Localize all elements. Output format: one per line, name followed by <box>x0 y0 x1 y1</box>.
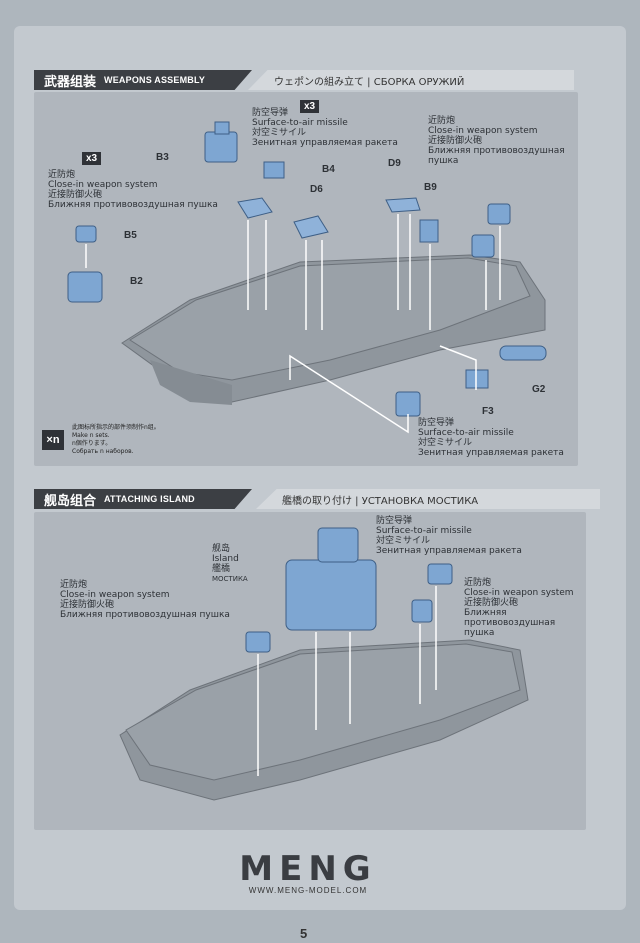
sam-island-cn: 防空导弹 <box>376 516 522 526</box>
ciws-island-left-en: Close-in weapon system <box>60 590 230 600</box>
island-jp: 艦橋 <box>212 564 248 574</box>
ciws-island-left-jp: 近接防御火砲 <box>60 600 230 610</box>
ciws-island-right-ru-2: противовоздушная <box>464 618 574 628</box>
sam-part-icon <box>412 600 432 622</box>
ciws-island-right-en: Close-in weapon system <box>464 588 574 598</box>
ciws-island-left-label: 近防炮 Close-in weapon system 近接防御火砲 Ближня… <box>60 580 230 620</box>
ciws-island-right-label: 近防炮 Close-in weapon system 近接防御火砲 Ближня… <box>464 578 574 638</box>
ciws-island-left-cn: 近防炮 <box>60 580 230 590</box>
ciws-island-right-cn: 近防炮 <box>464 578 574 588</box>
page-number: 5 <box>300 926 307 941</box>
sam-island-ru: Зенитная управляемая ракета <box>376 546 522 556</box>
island-part-icon <box>286 528 376 630</box>
ciws-island-right-ru-3: пушка <box>464 628 574 638</box>
island-en: Island <box>212 554 248 564</box>
ciws-right-part-icon <box>428 564 452 584</box>
meng-logo: MENG WWW.MENG-MODEL.COM <box>228 852 388 895</box>
ciws-island-left-ru: Ближняя противовоздушная пушка <box>60 610 230 620</box>
island-label: 舰岛 Island 艦橋 МОСТИКА <box>212 544 248 584</box>
ciws-island-right-ru-1: Ближняя <box>464 608 574 618</box>
brand-url: WWW.MENG-MODEL.COM <box>228 886 388 895</box>
sam-island-jp: 対空ミサイル <box>376 536 522 546</box>
brand-name: MENG <box>228 852 388 886</box>
ciws-island-right-jp: 近接防御火砲 <box>464 598 574 608</box>
sam-island-en: Surface-to-air missile <box>376 526 522 536</box>
island-cn: 舰岛 <box>212 544 248 554</box>
ciws-left-part-icon <box>246 632 270 652</box>
sam-island-label: 防空导弹 Surface-to-air missile 対空ミサイル Зенит… <box>376 516 522 556</box>
